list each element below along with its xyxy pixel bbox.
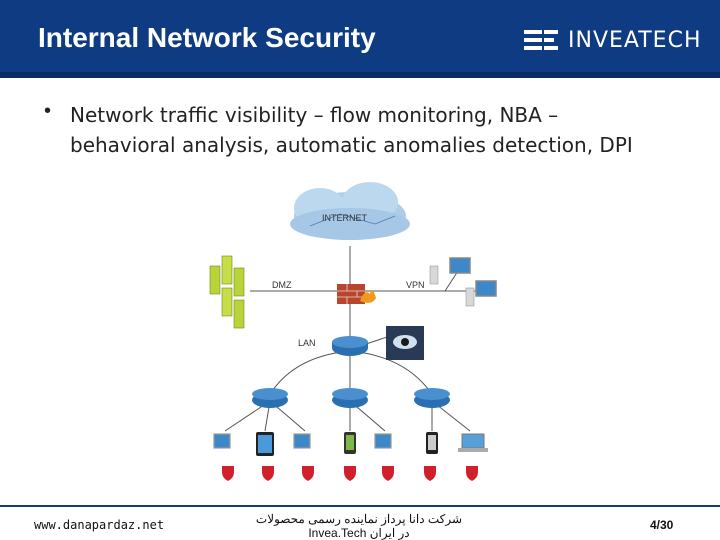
smartphone-icon [344, 432, 438, 454]
desktop-icon [213, 433, 392, 449]
footer-company-text: شرکت دانا پرداز نمایندە رسمی محصولات در … [214, 512, 504, 540]
eye-sensor-icon [386, 326, 424, 360]
header-bar [0, 0, 720, 78]
footer-company-line-2: در ایران Invea.Tech [308, 526, 410, 540]
internet-label: INTERNET [322, 213, 368, 223]
tablet-icon [256, 432, 274, 456]
vpn-label: VPN [406, 280, 425, 290]
footer-website: www.danapardaz.net [34, 518, 165, 532]
header-underline [0, 72, 720, 78]
desktop-icon [429, 257, 497, 307]
router-icon [252, 336, 450, 408]
server-icon [209, 255, 245, 329]
inveatech-logo: INVEATECH [524, 26, 701, 54]
cloud-icon: INTERNET [290, 182, 410, 240]
logo-mark-icon [524, 30, 558, 50]
page-number: 4/30 [650, 518, 674, 532]
shield-icon [222, 466, 478, 481]
network-diagram: INTERNET DMZ VPN LAN [209, 182, 497, 481]
footer-company-line-1: شرکت دانا پرداز نمایندە رسمی محصولات [255, 512, 463, 526]
footer-divider [0, 505, 720, 507]
firewall-icon [337, 284, 376, 304]
logo-text: INVEATECH [568, 27, 702, 53]
lan-label: LAN [298, 338, 316, 348]
bullet-text: Network traffic visibility – flow monito… [70, 103, 633, 157]
bullet-dot: • [44, 100, 52, 122]
slide-title: Internal Network Security [38, 22, 376, 53]
dmz-label: DMZ [272, 280, 292, 290]
laptop-icon [458, 433, 488, 452]
